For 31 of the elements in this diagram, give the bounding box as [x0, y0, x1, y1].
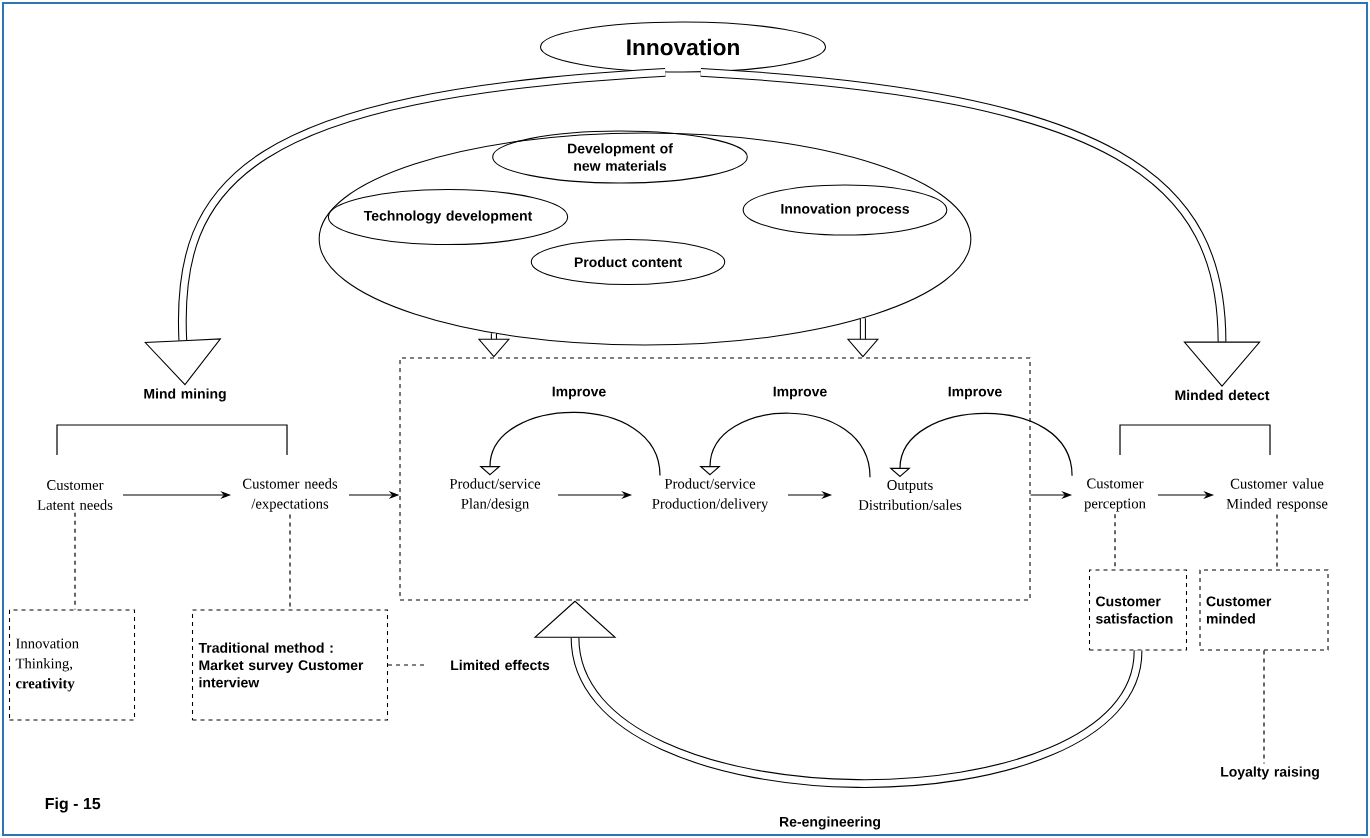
stage-heading: Minded detect — [1175, 389, 1270, 401]
block-arrow — [144, 67, 666, 386]
step-text: Customer value Minded response — [1226, 478, 1328, 512]
topic-oval: Technology development — [327, 188, 569, 246]
topic-oval: Development of new materials — [492, 130, 748, 184]
figure-caption: Fig - 15 — [45, 797, 101, 813]
step-text: Product/service Plan/design — [449, 478, 541, 512]
step-text: Product/service Production/delivery — [652, 478, 769, 512]
block-arrow — [700, 67, 1261, 387]
topic-oval: Innovation process — [742, 184, 948, 236]
title-oval: Innovation — [539, 21, 827, 73]
note-box: Customer satisfaction — [1088, 569, 1188, 651]
note-box: Traditional method : Market survey Customer interview — [191, 609, 389, 721]
block-arrow — [533, 600, 1143, 788]
note-box: Customer minded — [1199, 569, 1329, 651]
edge-label: Improve — [946, 385, 1004, 401]
edge-label: Improve — [771, 385, 829, 401]
note-text: Loyalty raising — [1221, 766, 1319, 780]
edge-label: Re-engineering — [777, 815, 883, 831]
step-text: Outputs Distribution/sales — [858, 480, 962, 510]
note-text: Limited effects — [451, 659, 550, 671]
step-text: Customer perception — [1084, 478, 1146, 512]
stage-heading: Mind mining — [144, 388, 226, 402]
topic-oval: Product content — [530, 238, 726, 286]
note-box: Innovation Thinking, creativity — [8, 609, 136, 721]
connector-line — [74, 512, 76, 611]
step-text: Customer needs /expectations — [242, 478, 338, 512]
step-text: Customer Latent needs — [37, 480, 113, 510]
group-oval — [318, 132, 972, 346]
edge-label: Improve — [550, 385, 608, 401]
process-box — [399, 357, 1031, 601]
